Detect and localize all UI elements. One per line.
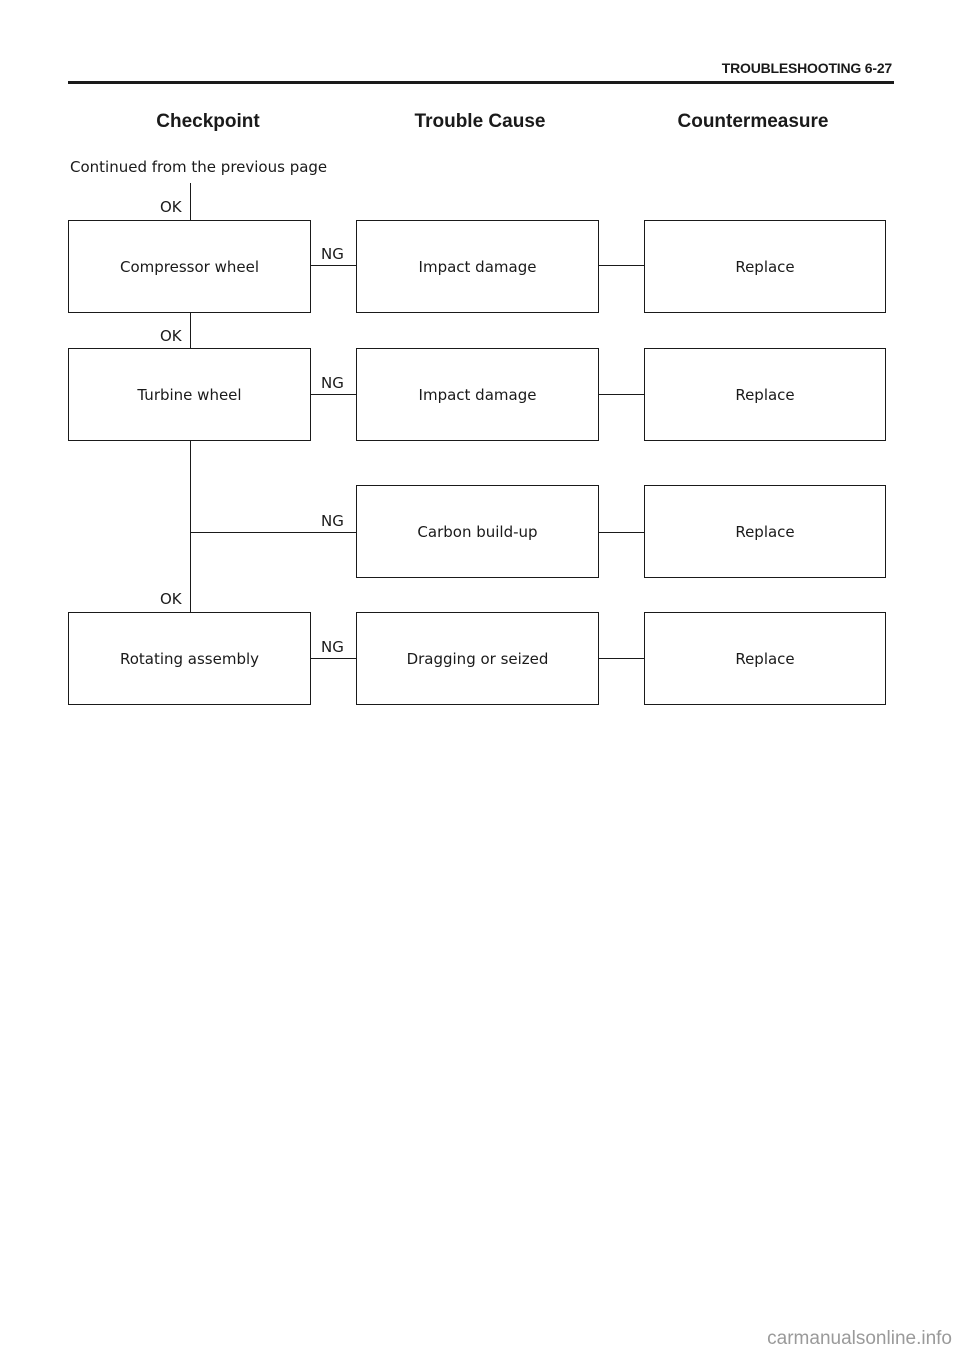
ok-label: OK (160, 327, 182, 345)
remedy-connector (599, 394, 644, 395)
flow-connector (190, 441, 191, 613)
column-heading-countermeasure: Countermeasure (677, 111, 829, 132)
remedy-connector (599, 265, 644, 266)
ok-label: OK (160, 590, 182, 608)
header-rule (68, 81, 894, 84)
trouble-cause-box: Dragging or seized (356, 612, 599, 705)
flow-connector (190, 183, 191, 221)
ng-label: NG (321, 638, 344, 656)
countermeasure-box: Replace (644, 485, 886, 578)
footer-watermark: carmanualsonline.info (767, 1328, 952, 1349)
ng-label: NG (321, 374, 344, 392)
trouble-cause-box: Impact damage (356, 220, 599, 313)
ng-label: NG (321, 512, 344, 530)
checkpoint-box: Turbine wheel (68, 348, 311, 441)
column-heading-trouble-cause: Trouble Cause (414, 111, 546, 132)
ng-label: NG (321, 245, 344, 263)
trouble-cause-box: Carbon build-up (356, 485, 599, 578)
page-header-title: TROUBLESHOOTING 6-27 (721, 60, 892, 76)
ng-connector (190, 532, 356, 533)
countermeasure-box: Replace (644, 612, 886, 705)
ng-connector (311, 394, 356, 395)
checkpoint-box: Compressor wheel (68, 220, 311, 313)
remedy-connector (599, 658, 644, 659)
ng-connector (311, 658, 356, 659)
countermeasure-box: Replace (644, 220, 886, 313)
checkpoint-box: Rotating assembly (68, 612, 311, 705)
flow-connector (190, 313, 191, 348)
ok-label: OK (160, 198, 182, 216)
countermeasure-box: Replace (644, 348, 886, 441)
remedy-connector (599, 532, 644, 533)
ng-connector (311, 265, 356, 266)
column-heading-checkpoint: Checkpoint (156, 111, 260, 132)
trouble-cause-box: Impact damage (356, 348, 599, 441)
continued-note: Continued from the previous page (70, 158, 328, 176)
